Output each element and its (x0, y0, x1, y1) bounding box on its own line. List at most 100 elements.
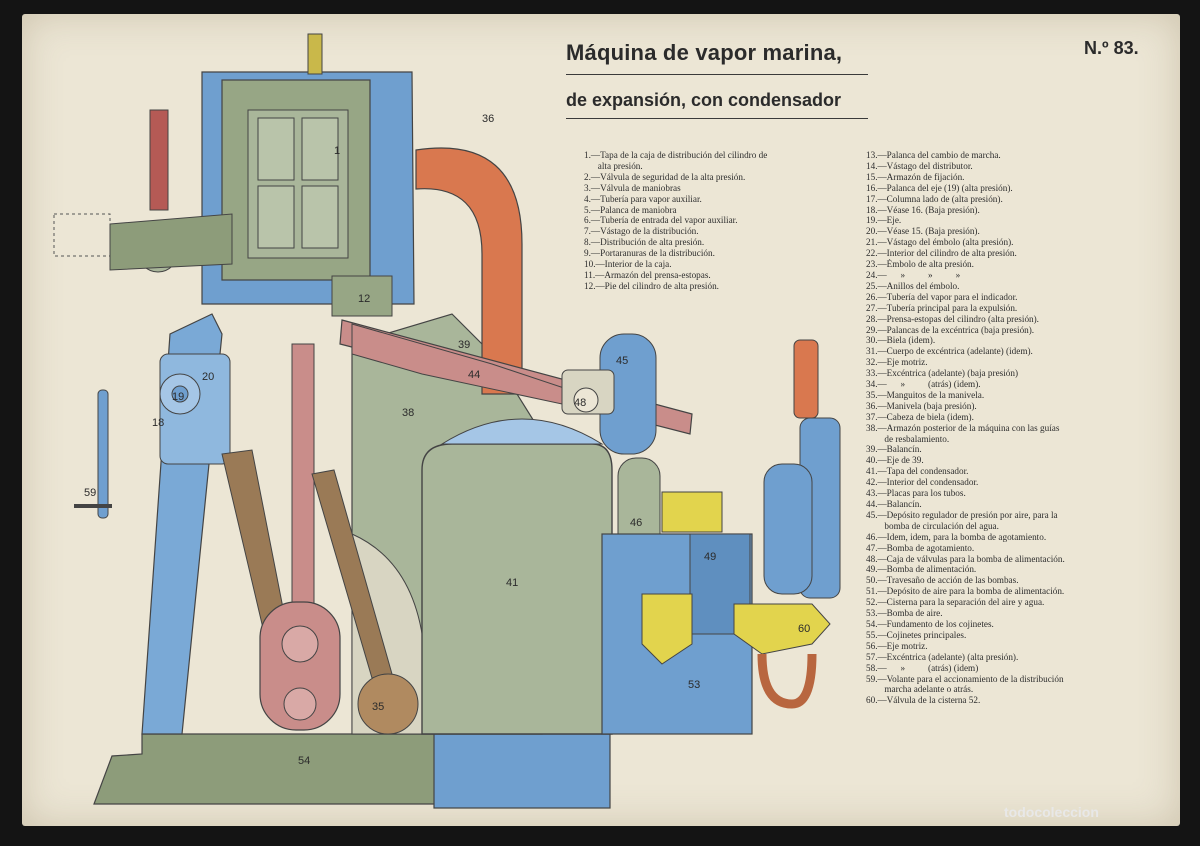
legend-item: 8.—Distribución de alta presión. (584, 237, 705, 248)
legend-item: 56.—Eje motriz. (866, 640, 928, 651)
legend-item: 23.—Émbolo de alta presión. (866, 259, 974, 270)
part-label: 12 (358, 293, 370, 305)
legend-item: 51.—Depósito de aire para la bomba de al… (866, 586, 1065, 597)
part-label: 41 (506, 577, 518, 589)
title-rule-top (566, 74, 868, 75)
legend-item: 35.—Manguitos de la manivela. (866, 389, 985, 400)
legend-item: 18.—Véase 16. (Baja presión). (866, 204, 980, 215)
legend-item: 7.—Vástago de la distribución. (584, 226, 699, 237)
legend-item: 31.—Cuerpo de excéntrica (adelante) (ide… (866, 346, 1033, 357)
legend-item: 60.—Válvula de la cisterna 52. (866, 695, 981, 706)
legend-item: 9.—Portaranuras de la distribución. (584, 248, 715, 259)
legend-item: 20.—Véase 15. (Baja presión). (866, 226, 980, 237)
part-label: 39 (458, 339, 470, 351)
part-label: 38 (402, 407, 414, 419)
part-label: 35 (372, 701, 384, 713)
legend-item: 48.—Caja de válvulas para la bomba de al… (866, 553, 1065, 564)
handwheel-59 (97, 389, 109, 519)
legend-item: 26.—Tubería del vapor para el indicador. (866, 291, 1018, 302)
blue-base-block (433, 733, 611, 809)
legend-item: 45.—Depósito regulador de presión por ai… (866, 509, 1058, 520)
legend-item: 55.—Cojinetes principales. (866, 629, 967, 640)
legend-item: 57.—Excéntrica (adelante) (alta presión)… (866, 651, 1019, 662)
title-rule-bottom (566, 118, 868, 119)
outlet-pipe (757, 653, 817, 709)
part-label: 18 (152, 417, 164, 429)
legend-item: 43.—Placas para los tubos. (866, 488, 966, 499)
part-label: 46 (630, 517, 642, 529)
legend-item: 58.— » (atrás) (idem) (866, 662, 979, 673)
legend-item: 59.—Volante para el accionamiento de la … (866, 673, 1064, 684)
engine-foundation (93, 733, 443, 805)
legend-item: 36.—Manivela (baja presión). (866, 400, 977, 411)
piston-rod (291, 343, 315, 625)
part-label: 54 (298, 755, 310, 767)
condenser-41 (421, 443, 613, 735)
legend-item: 24.— » » » (866, 269, 961, 280)
air-vessel-51 (763, 463, 813, 595)
legend-item: 12.—Pie del cilindro de alta presión. (584, 280, 719, 291)
legend-item: alta presión. (584, 160, 643, 171)
legend-item: 50.—Travesaño de acción de las bombas. (866, 575, 1019, 586)
legend-item: 15.—Armazón de fijación. (866, 171, 965, 182)
valve-box-48 (733, 603, 831, 655)
plate-number: N.º 83. (1084, 38, 1139, 58)
part-label: 44 (468, 369, 480, 381)
legend-item: 21.—Vástago del émbolo (alta presión). (866, 237, 1014, 248)
cylinder-foot-12 (331, 275, 393, 317)
plate-sheet: 1 12 18 19 20 35 36 38 39 41 44 45 46 48… (22, 14, 1180, 826)
legend-item: 49.—Bomba de alimentación. (866, 564, 977, 575)
legend-item: 47.—Bomba de agotamiento. (866, 542, 975, 553)
legend-item: 42.—Interior del condensador. (866, 477, 979, 488)
part-label: 53 (688, 679, 700, 691)
legend-item: 39.—Balancín. (866, 444, 922, 455)
part-label: 36 (482, 113, 494, 125)
legend-item: marcha adelante o atrás. (866, 684, 974, 695)
part-label: 49 (704, 551, 716, 563)
legend-item: de resbalamiento. (866, 433, 950, 444)
legend-item: 32.—Eje motriz. (866, 357, 928, 368)
steam-engine-illustration: 1 12 18 19 20 35 36 38 39 41 44 45 46 48… (53, 33, 841, 809)
valve-box-yellow (641, 593, 693, 665)
legend-item: 33.—Excéntrica (adelante) (baja presión) (866, 368, 1019, 379)
legend-item: 38.—Armazón posterior de la máquina con … (866, 422, 1060, 433)
legend-item: 19.—Eje. (866, 215, 902, 226)
plate-subtitle: de expansión, con condensador (566, 90, 842, 110)
legend-item: 2.—Válvula de seguridad de la alta presi… (584, 171, 746, 182)
part-label: 19 (172, 391, 184, 403)
legend-item: 34.— » (atrás) (idem). (866, 379, 981, 390)
crank-36 (259, 601, 341, 731)
legend-item: 27.—Tubería principal para la expulsión. (866, 302, 1018, 313)
legend-item: 41.—Tapa del condensador. (866, 466, 969, 477)
legend-item: 17.—Columna lado de (alta presión). (866, 193, 1003, 204)
legend-item: 13.—Palanca del cambio de marcha. (866, 150, 1001, 160)
watermark: todocoleccion (1004, 804, 1099, 820)
part-label: 1 (334, 145, 340, 157)
legend-item: 14.—Vástago del distributor. (866, 160, 973, 171)
legend-item: 16.—Palanca del eje (19) (alta presión). (866, 182, 1013, 193)
legend-item: 29.—Palancas de la excéntrica (baja pres… (866, 324, 1035, 335)
legend-item: 40.—Eje de 39. (866, 455, 924, 466)
legend-item: 5.—Palanca de maniobra (584, 204, 677, 215)
plate-title: Máquina de vapor marina, (566, 40, 843, 65)
legend-item: 1.—Tapa de la caja de distribución del c… (584, 150, 768, 160)
legend-item: 53.—Bomba de aire. (866, 608, 943, 619)
legend-item: 46.—Idem, idem, para la bomba de agotami… (866, 531, 1047, 542)
legend-item: 3.—Válvula de maniobras (584, 182, 681, 193)
legend-item: 11.—Armazón del prensa-estopas. (584, 269, 711, 280)
legend-item: 4.—Tubería para vapor auxiliar. (584, 193, 702, 204)
legend-item: 30.—Biela (idem). (866, 335, 936, 346)
legend-item: 22.—Interior del cilindro de alta presió… (866, 248, 1017, 259)
legend-item: 6.—Tubería de entrada del vapor auxiliar… (584, 215, 738, 226)
parts-legend-left: 1.—Tapa de la caja de distribución del c… (584, 150, 856, 292)
pipe-stem (793, 339, 819, 419)
legend-item: 10.—Interior de la caja. (584, 259, 672, 270)
legend-item: 54.—Fundamento de los cojinetes. (866, 618, 994, 629)
condenser-arc (440, 418, 604, 445)
legend-item: 37.—Cabeza de biela (idem). (866, 411, 974, 422)
safety-valve (307, 33, 323, 75)
legend-item: bomba de circulación del agua. (866, 520, 999, 531)
legend-item: 25.—Anillos del émbolo. (866, 280, 960, 291)
part-label: 59 (84, 487, 96, 499)
legend-item: 44.—Balancín. (866, 499, 922, 509)
